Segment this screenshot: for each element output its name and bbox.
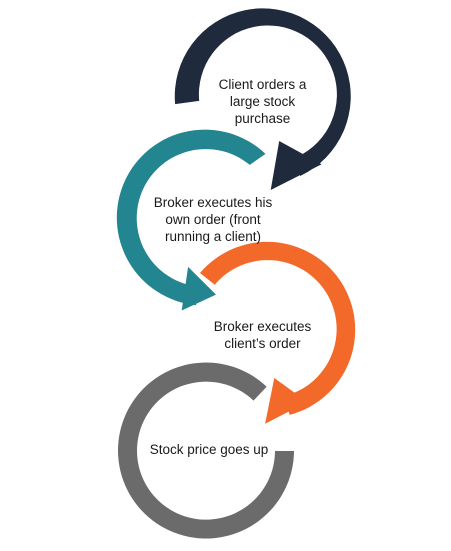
step-1-line-1: Client orders a (218, 77, 307, 92)
step-1-line-3: purchase (234, 111, 291, 126)
step-3-arc (200, 241, 356, 415)
step-2-line-2: own order (front (165, 212, 261, 227)
step-4-line-1: Stock price goes up (149, 442, 269, 457)
step-2-text: Broker executes his own order (front run… (138, 194, 288, 245)
step-2-line-1: Broker executes his (153, 195, 273, 210)
step-3-text: Broker executes client’s order (200, 318, 325, 352)
step-1-arrowhead (270, 141, 322, 190)
step-2-arrowhead (181, 266, 216, 311)
step-1-text: Client orders a large stock purchase (205, 76, 320, 127)
step-1-line-2: large stock (229, 94, 296, 109)
step-2-line-3: running a client) (164, 229, 262, 244)
step-3-line-2: client’s order (224, 336, 301, 351)
step-3-line-1: Broker executes (213, 319, 312, 334)
step-4-text: Stock price goes up (139, 441, 279, 458)
step-2-arc (116, 129, 266, 306)
step-3-arrowhead (265, 378, 308, 424)
